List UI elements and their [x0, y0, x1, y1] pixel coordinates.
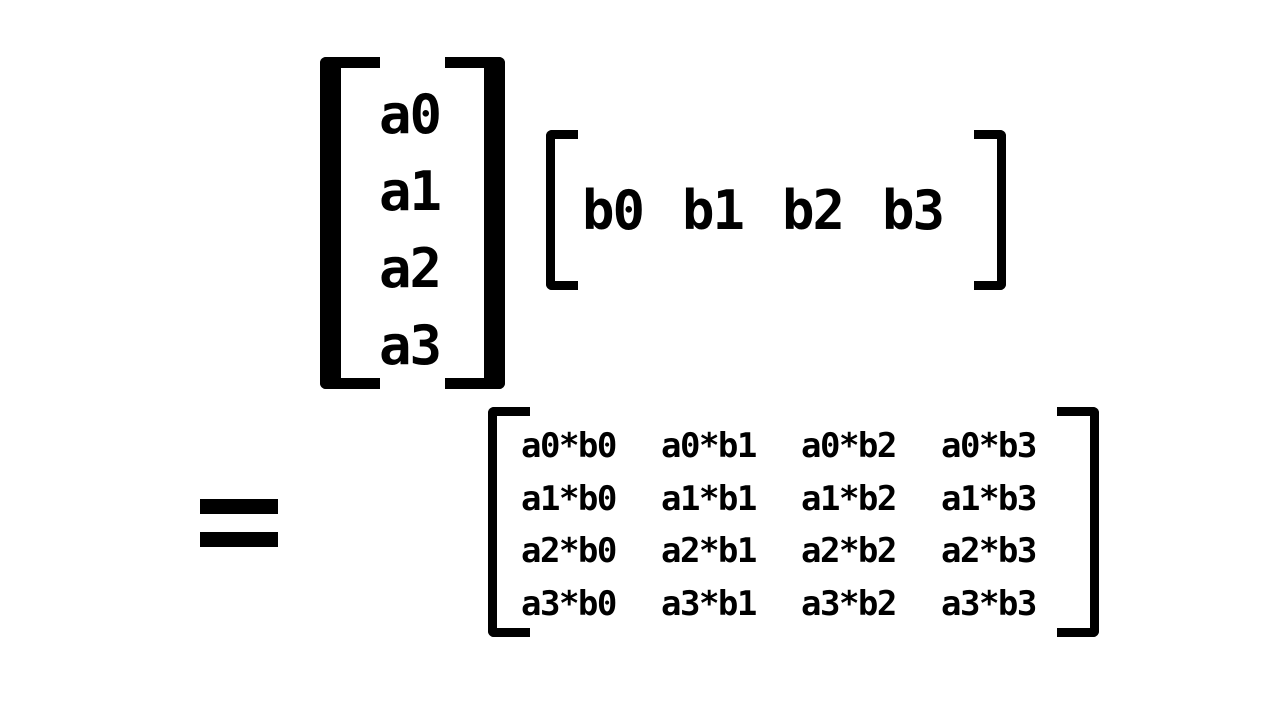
- vector-b-entry: b0: [582, 179, 645, 242]
- result-cell: a3*b3: [941, 583, 1037, 624]
- vector-b-left-bracket: [546, 130, 578, 290]
- vector-b-entry: b2: [782, 179, 845, 242]
- result-cell: a1*b0: [521, 478, 617, 519]
- result-row: a2*b0 a2*b1 a2*b2 a2*b3: [521, 525, 1081, 578]
- result-row: a3*b0 a3*b1 a3*b2 a3*b3: [521, 578, 1081, 631]
- result-cell: a2*b3: [941, 531, 1037, 571]
- result-cell: a3*b2: [801, 583, 897, 624]
- vector-b-entry: b3: [882, 179, 945, 242]
- result-matrix: a0*b0 a0*b1 a0*b2 a0*b3 a1*b0 a1*b1 a1*b…: [521, 420, 1081, 630]
- vector-a-entry: a2: [379, 237, 442, 300]
- equals-bar-top: [200, 499, 278, 514]
- result-cell: a0*b2: [801, 426, 897, 466]
- result-row: a0*b0 a0*b1 a0*b2 a0*b3: [521, 420, 1081, 473]
- result-row: a1*b0 a1*b1 a1*b2 a1*b3: [521, 473, 1081, 526]
- vector-a-entry: a0: [379, 83, 442, 146]
- result-cell: a2*b0: [521, 531, 617, 571]
- vector-a-entry: a1: [379, 160, 442, 223]
- vector-b-right-bracket: [974, 130, 1006, 290]
- equals-bar-bottom: [200, 532, 278, 547]
- vector-a-right-bracket: [445, 57, 505, 389]
- result-cell: a1*b1: [661, 478, 757, 519]
- result-right-bracket: [1057, 407, 1099, 637]
- result-cell: a1*b3: [941, 478, 1037, 519]
- result-cell: a1*b2: [801, 478, 897, 519]
- result-cell: a0*b3: [941, 426, 1037, 466]
- equals-sign: [200, 499, 278, 547]
- vector-b-entry: b1: [682, 179, 745, 242]
- result-cell: a2*b1: [661, 531, 757, 571]
- result-cell: a3*b1: [661, 583, 757, 624]
- vector-a: a0 a1 a2 a3: [379, 76, 459, 384]
- result-left-bracket: [488, 407, 530, 637]
- result-cell: a2*b2: [801, 531, 897, 571]
- result-cell: a0*b1: [661, 426, 757, 466]
- vector-b: b0 b1 b2 b3: [582, 176, 982, 246]
- vector-a-entry: a3: [379, 314, 442, 377]
- result-cell: a3*b0: [521, 583, 617, 624]
- vector-a-left-bracket: [320, 57, 380, 389]
- result-cell: a0*b0: [521, 426, 617, 466]
